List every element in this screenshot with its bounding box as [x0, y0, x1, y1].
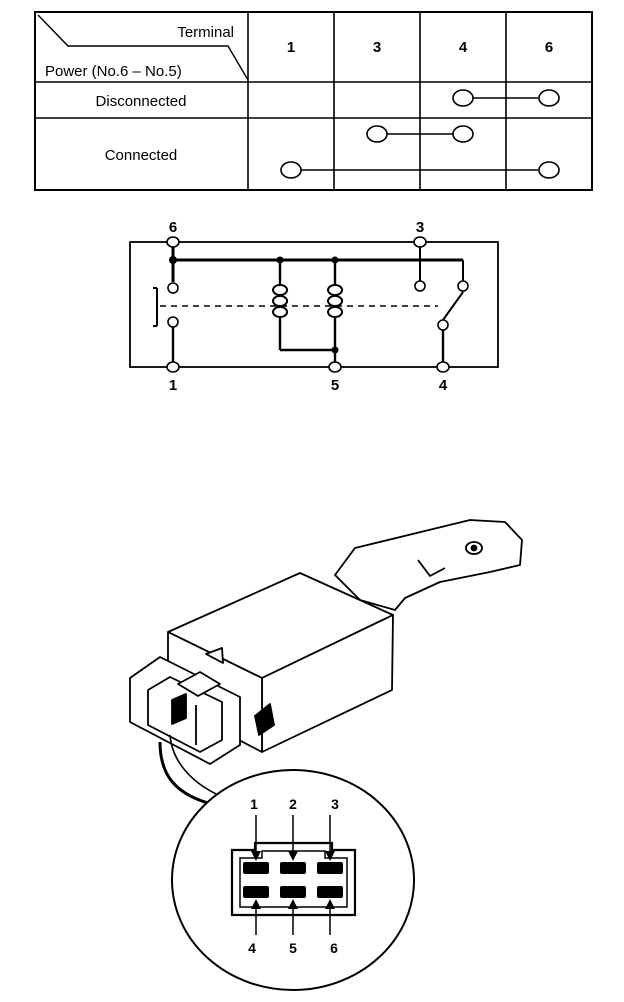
row-label-connected: Connected	[105, 147, 178, 164]
connector-pin-1: 1	[250, 796, 258, 812]
header-terminal: Terminal	[177, 24, 234, 41]
connector-pin-4: 4	[248, 940, 256, 956]
schematic-terminal-3: 3	[416, 219, 424, 236]
header-power: Power (No.6 – No.5)	[45, 63, 182, 80]
row-label-disconnected: Disconnected	[96, 93, 187, 110]
terminal-header-6: 6	[545, 39, 553, 56]
schematic-terminal-5: 5	[331, 377, 339, 394]
connector-pin-5: 5	[289, 940, 297, 956]
terminal-header-1: 1	[287, 39, 295, 56]
relay-schematic	[129, 236, 499, 373]
continuity-table	[34, 11, 593, 191]
terminal-header-3: 3	[373, 39, 381, 56]
continuity-connected-3-4	[366, 125, 474, 143]
connector-detail	[171, 769, 415, 991]
connector-pin-6: 6	[330, 940, 338, 956]
continuity-disconnected-4-6	[452, 89, 560, 107]
connector-pin-3: 3	[331, 796, 339, 812]
connector-pin-2: 2	[289, 796, 297, 812]
schematic-terminal-6: 6	[169, 219, 177, 236]
terminal-header-4: 4	[459, 39, 468, 56]
continuity-connected-1-6	[280, 161, 560, 179]
schematic-terminal-4: 4	[439, 377, 448, 394]
schematic-terminal-1: 1	[169, 377, 177, 394]
relay-illustration	[129, 519, 523, 807]
